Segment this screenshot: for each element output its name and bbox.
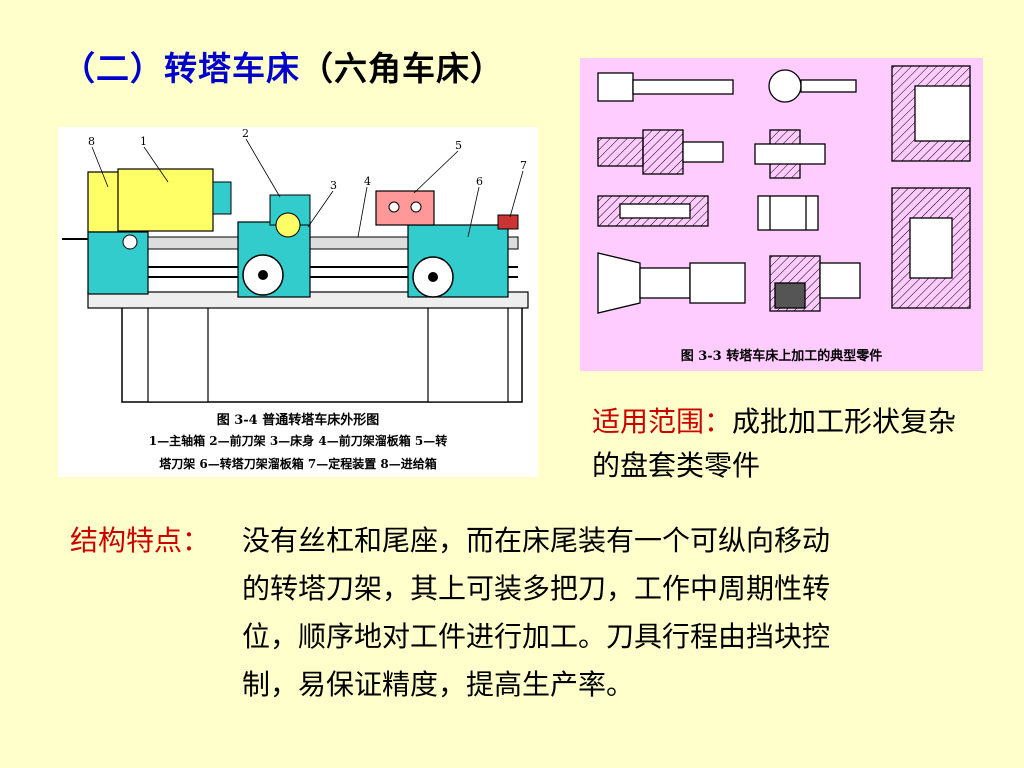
callout-7: 7 — [520, 159, 527, 172]
callout-5: 5 — [455, 139, 462, 152]
part-bolt — [597, 72, 734, 102]
scope-text: 成批加工形状复杂的盘套类零件 — [592, 405, 957, 482]
callout-3: 3 — [330, 179, 337, 192]
title-main: （二）转塔车床 — [62, 49, 300, 88]
callout-4: 4 — [364, 175, 371, 188]
feed-knob-icon — [122, 234, 138, 250]
callout-2: 2 — [242, 127, 249, 140]
parts-figure: 图 3-3 转塔车床上加工的典型零件 — [580, 58, 983, 371]
turret-tool-head — [375, 190, 435, 226]
headstock — [117, 168, 214, 232]
turret-bolt-1 — [388, 201, 400, 213]
callout-8: 8 — [88, 135, 95, 148]
scope-paragraph: 适用范围：成批加工形状复杂的盘套类零件 — [592, 400, 982, 488]
part-knurled-cap — [769, 255, 861, 312]
cross-slide-wheel-icon — [275, 212, 301, 238]
part-sleeve — [891, 187, 971, 309]
parts-drawing — [597, 65, 971, 314]
part-valve-stem — [597, 252, 746, 314]
callout-6: 6 — [476, 175, 483, 188]
stop-device — [497, 214, 519, 230]
callout-1: 1 — [140, 135, 147, 148]
lathe-lower-body — [87, 231, 149, 295]
front-handwheel-hub — [258, 270, 268, 280]
slide-title: （二）转塔车床（六角车床） — [62, 42, 504, 90]
turret-bolt-2 — [410, 201, 422, 213]
features-text: 没有丝杠和尾座，而在床尾装有一个可纵向移动 的转塔刀架，其上可装多把刀，工作中周… — [242, 524, 831, 701]
lathe-figure: 8 1 2 3 4 5 6 7 图 3-4 普通转塔车床外形图 1—主 — [58, 127, 538, 477]
part-stepped-shaft — [597, 129, 724, 175]
features-label: 结构特点： — [70, 524, 211, 557]
part-ball-stud — [768, 69, 857, 103]
lathe-legend-line2: 塔刀架 6—转塔刀架溜板箱 7—定程装置 8—进给箱 — [159, 457, 437, 471]
lathe-legend-line1: 1—主轴箱 2—前刀架 3—床身 4—前刀架溜板箱 5—转 — [148, 434, 448, 448]
part-pulley — [891, 65, 971, 162]
part-hollow-shaft — [597, 195, 709, 227]
parts-caption: 图 3-3 转塔车床上加工的典型零件 — [680, 349, 883, 364]
lathe-drawing: 8 1 2 3 4 5 6 7 — [62, 127, 529, 403]
lathe-caption-title: 图 3-4 普通转塔车床外形图 — [216, 413, 380, 428]
lathe-leg-left — [147, 306, 209, 403]
part-union-nut — [757, 195, 819, 231]
lathe-leg-right — [427, 306, 509, 403]
title-alias: （六角车床） — [300, 49, 504, 88]
turret-handwheel-hub — [428, 272, 438, 282]
scope-label: 适用范围： — [592, 405, 733, 438]
spindle-chuck — [212, 181, 232, 215]
part-fitting — [754, 129, 826, 179]
